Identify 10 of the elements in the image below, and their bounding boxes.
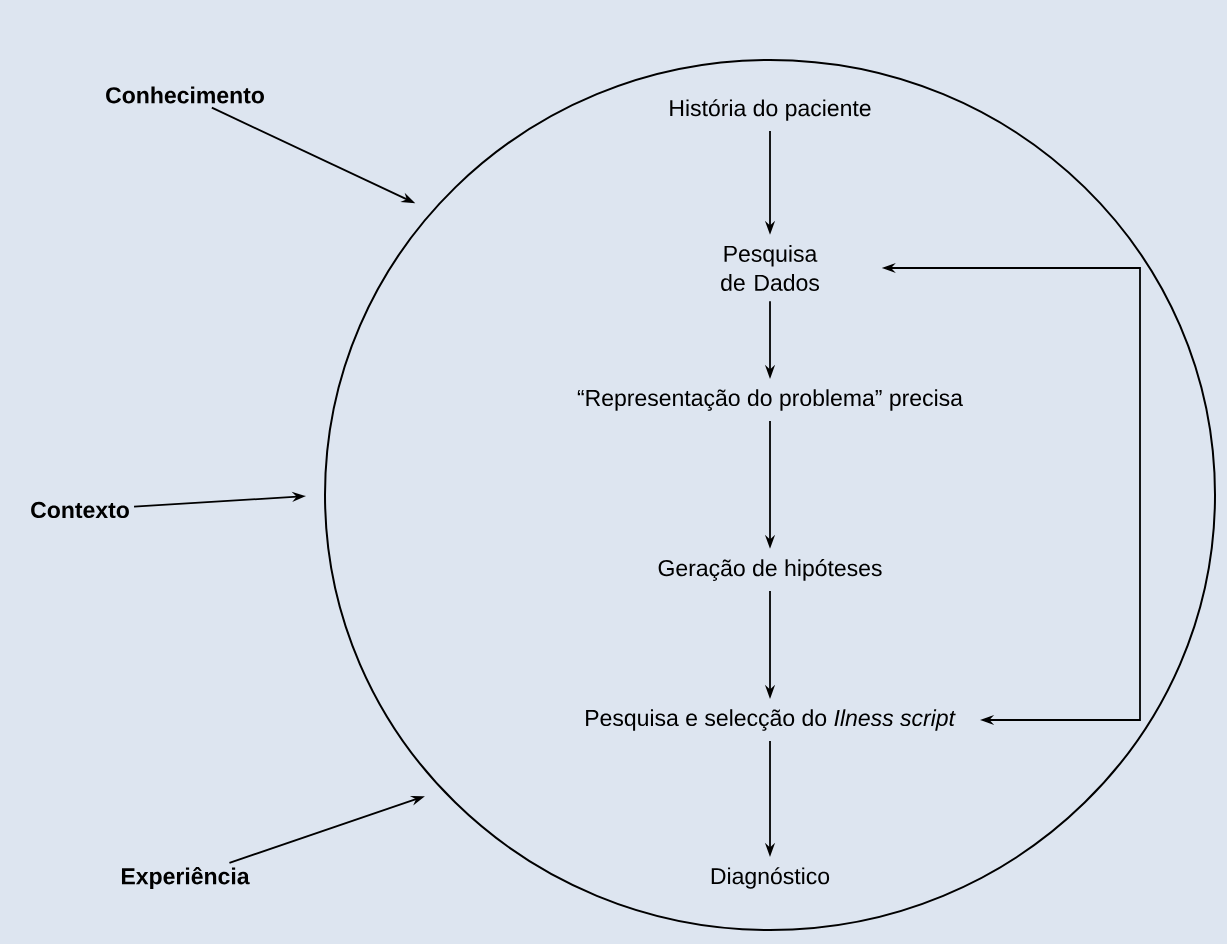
step-label: História do paciente — [670, 99, 871, 121]
input-label: Conhecimento — [106, 86, 264, 104]
circle — [324, 59, 1216, 931]
step-label: Pesquisa e selecção do Ilness script — [586, 709, 956, 731]
step-label: Pesquisa de Dados — [721, 245, 819, 291]
input-label: Contexto — [31, 501, 129, 519]
step-label: Diagnóstico — [711, 867, 830, 889]
step-label: Geração de hipóteses — [658, 559, 882, 581]
step-label: “Representação do problema” precisa — [577, 389, 963, 411]
input-label: Experiência — [122, 867, 250, 889]
